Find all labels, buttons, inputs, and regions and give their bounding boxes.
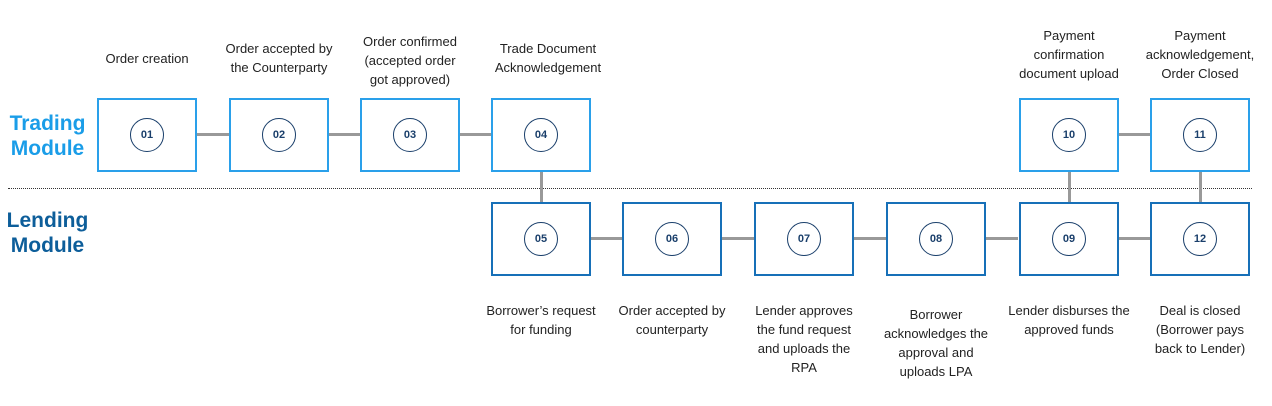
connector-04-05 (540, 170, 543, 204)
step-number-03: 03 (393, 118, 427, 152)
step-caption-02: Order accepted by the Counterparty (209, 39, 349, 77)
step-caption-05: Borrower’s request for funding (471, 301, 611, 339)
connector-07-08 (853, 237, 887, 240)
lending-module-label-line1: Lending (6, 209, 89, 232)
connector-02-03 (328, 133, 362, 136)
step-caption-10-line: Payment (1043, 28, 1095, 43)
step-box-07: 07 (754, 202, 854, 276)
step-caption-06-line: Order accepted by (618, 303, 726, 318)
step-caption-11-line: Payment (1174, 28, 1226, 43)
step-caption-12-line: back to Lender) (1154, 341, 1246, 356)
step-number-10: 10 (1052, 118, 1086, 152)
step-caption-02-line: Order accepted by (225, 41, 333, 56)
connector-03-04 (459, 133, 493, 136)
lending-module-label-line2: Module (10, 234, 85, 257)
step-number-01: 01 (130, 118, 164, 152)
step-caption-09: Lender disburses the approved funds (999, 301, 1139, 339)
step-caption-11: Payment acknowledgement, Order Closed (1130, 26, 1270, 83)
trading-module-label: Trading Module (0, 111, 95, 161)
step-number-04: 04 (524, 118, 558, 152)
step-box-08: 08 (886, 202, 986, 276)
trading-module-label-line1: Trading (9, 112, 86, 135)
step-caption-01-line: Order creation (105, 51, 189, 66)
step-caption-12-line: Deal is closed (1159, 303, 1241, 318)
step-caption-11-line: Order Closed (1161, 66, 1239, 81)
step-number-07: 07 (787, 222, 821, 256)
step-caption-08-line: Borrower (909, 307, 963, 322)
step-box-02: 02 (229, 98, 329, 172)
connector-10-11 (1116, 133, 1150, 136)
step-number-05: 05 (524, 222, 558, 256)
step-caption-04: Trade Document Acknowledgement (478, 39, 618, 77)
step-caption-04-line: Trade Document (499, 41, 597, 56)
step-number-06: 06 (655, 222, 689, 256)
step-box-05: 05 (491, 202, 591, 276)
step-box-10: 10 (1019, 98, 1119, 172)
step-caption-12: Deal is closed (Borrower pays back to Le… (1130, 301, 1270, 358)
step-caption-09-line: Lender disburses the (1008, 303, 1130, 318)
step-caption-12-line: (Borrower pays (1155, 322, 1245, 337)
step-box-01: 01 (97, 98, 197, 172)
step-caption-08-line: acknowledges the (883, 326, 989, 341)
step-caption-03-line: got approved) (369, 72, 451, 87)
step-caption-03: Order confirmed (accepted order got appr… (340, 32, 480, 89)
step-number-02: 02 (262, 118, 296, 152)
step-caption-05-line: Borrower’s request (486, 303, 596, 318)
step-number-08: 08 (919, 222, 953, 256)
step-caption-07: Lender approves the fund request and upl… (734, 301, 874, 377)
step-box-12: 12 (1150, 202, 1250, 276)
step-box-06: 06 (622, 202, 722, 276)
lending-module-label: Lending Module (0, 208, 95, 258)
step-caption-05-line: for funding (510, 322, 572, 337)
step-caption-08-line: approval and (898, 345, 974, 360)
connector-05-06 (590, 237, 624, 240)
step-caption-06-line: counterparty (635, 322, 709, 337)
connector-06-07 (721, 237, 755, 240)
step-caption-07-line: Lender approves (755, 303, 853, 318)
step-caption-08-line: uploads LPA (899, 364, 973, 379)
step-number-11: 11 (1183, 118, 1217, 152)
step-caption-03-line: (accepted order (364, 53, 456, 68)
step-box-03: 03 (360, 98, 460, 172)
step-box-09: 09 (1019, 202, 1119, 276)
step-caption-02-line: the Counterparty (230, 60, 328, 75)
step-caption-10-line: confirmation (1033, 47, 1105, 62)
step-box-11: 11 (1150, 98, 1250, 172)
step-caption-03-line: Order confirmed (363, 34, 457, 49)
step-caption-01: Order creation (77, 49, 217, 68)
connector-09-12 (1116, 237, 1150, 240)
connector-11-12 (1199, 170, 1202, 204)
step-caption-07-line: the fund request (757, 322, 851, 337)
step-caption-11-line: acknowledgement, (1145, 47, 1255, 62)
step-caption-10-line: document upload (1019, 66, 1119, 81)
step-caption-09-line: approved funds (1024, 322, 1114, 337)
connector-01-02 (197, 133, 231, 136)
step-number-12: 12 (1183, 222, 1217, 256)
step-number-09: 09 (1052, 222, 1086, 256)
connector-10-09 (1068, 170, 1071, 204)
step-caption-06: Order accepted by counterparty (602, 301, 742, 339)
trading-module-label-line2: Module (10, 137, 85, 160)
step-box-04: 04 (491, 98, 591, 172)
step-caption-04-line: Acknowledgement (494, 60, 602, 75)
step-caption-07-line: and uploads the (757, 341, 851, 356)
step-caption-10: Payment confirmation document upload (999, 26, 1139, 83)
step-caption-08: Borrower acknowledges the approval and u… (866, 305, 1006, 381)
module-divider (8, 188, 1252, 189)
step-caption-07-line: RPA (791, 360, 817, 375)
connector-08-09 (984, 237, 1018, 240)
